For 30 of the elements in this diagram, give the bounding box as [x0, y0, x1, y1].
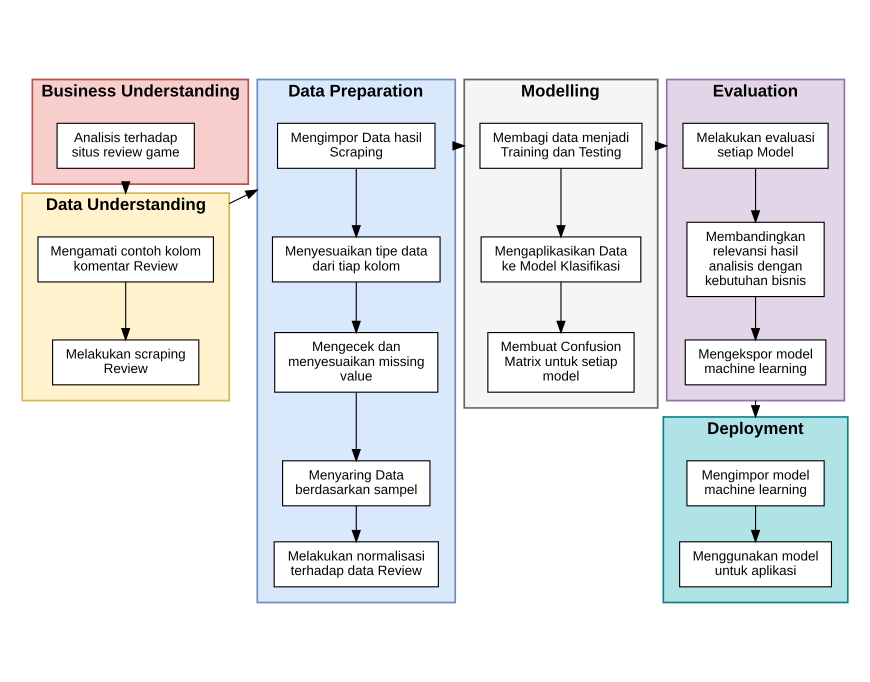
node-box: Menyaring Data berdasarkan sampel — [282, 460, 430, 506]
arrow — [352, 282, 361, 334]
arrow — [750, 296, 760, 342]
arrow — [228, 189, 259, 204]
node-box: Menggunakan model untuk aplikasi — [679, 541, 832, 588]
node-box: Mengaplikasikan Data ke Model Klasifikasi — [480, 236, 642, 283]
arrow — [750, 506, 760, 544]
node-box: Melakukan evaluasi setiap Model — [682, 122, 829, 169]
arrow — [556, 168, 566, 239]
node-box: Analisis terhadap situs review game — [56, 122, 195, 169]
node-box: Membagi data menjadi Training dan Testing — [479, 122, 643, 169]
arrow — [452, 141, 466, 151]
arrow — [352, 168, 361, 239]
arrow — [352, 506, 361, 544]
node-box: Melakukan normalisasi terhadap data Review — [274, 541, 439, 588]
node-box: Membuat Confusion Matrix untuk setiap model — [487, 332, 635, 393]
node-box: Mengimpor Data hasil Scraping — [276, 122, 436, 169]
arrow — [654, 141, 668, 151]
arrow — [120, 181, 130, 195]
node-box: Mengekspor model machine learning — [684, 339, 826, 386]
node-box: Membandingkan relevansi hasil analisis dengan kebutuhan bisnis — [686, 222, 825, 298]
node-box: Mengecek dan menyesuaikan missing value — [274, 332, 438, 393]
arrow — [352, 392, 361, 462]
node-box: Mengimpor model machine learning — [686, 460, 825, 506]
arrow — [556, 282, 566, 334]
arrow — [120, 282, 130, 342]
node-box: Menyesuaikan tipe data dari tiap kolom — [272, 236, 441, 283]
arrow — [750, 168, 760, 224]
node-box: Melakukan scraping Review — [52, 339, 200, 386]
node-box: Mengamati contoh kolom komentar Review — [37, 236, 214, 283]
